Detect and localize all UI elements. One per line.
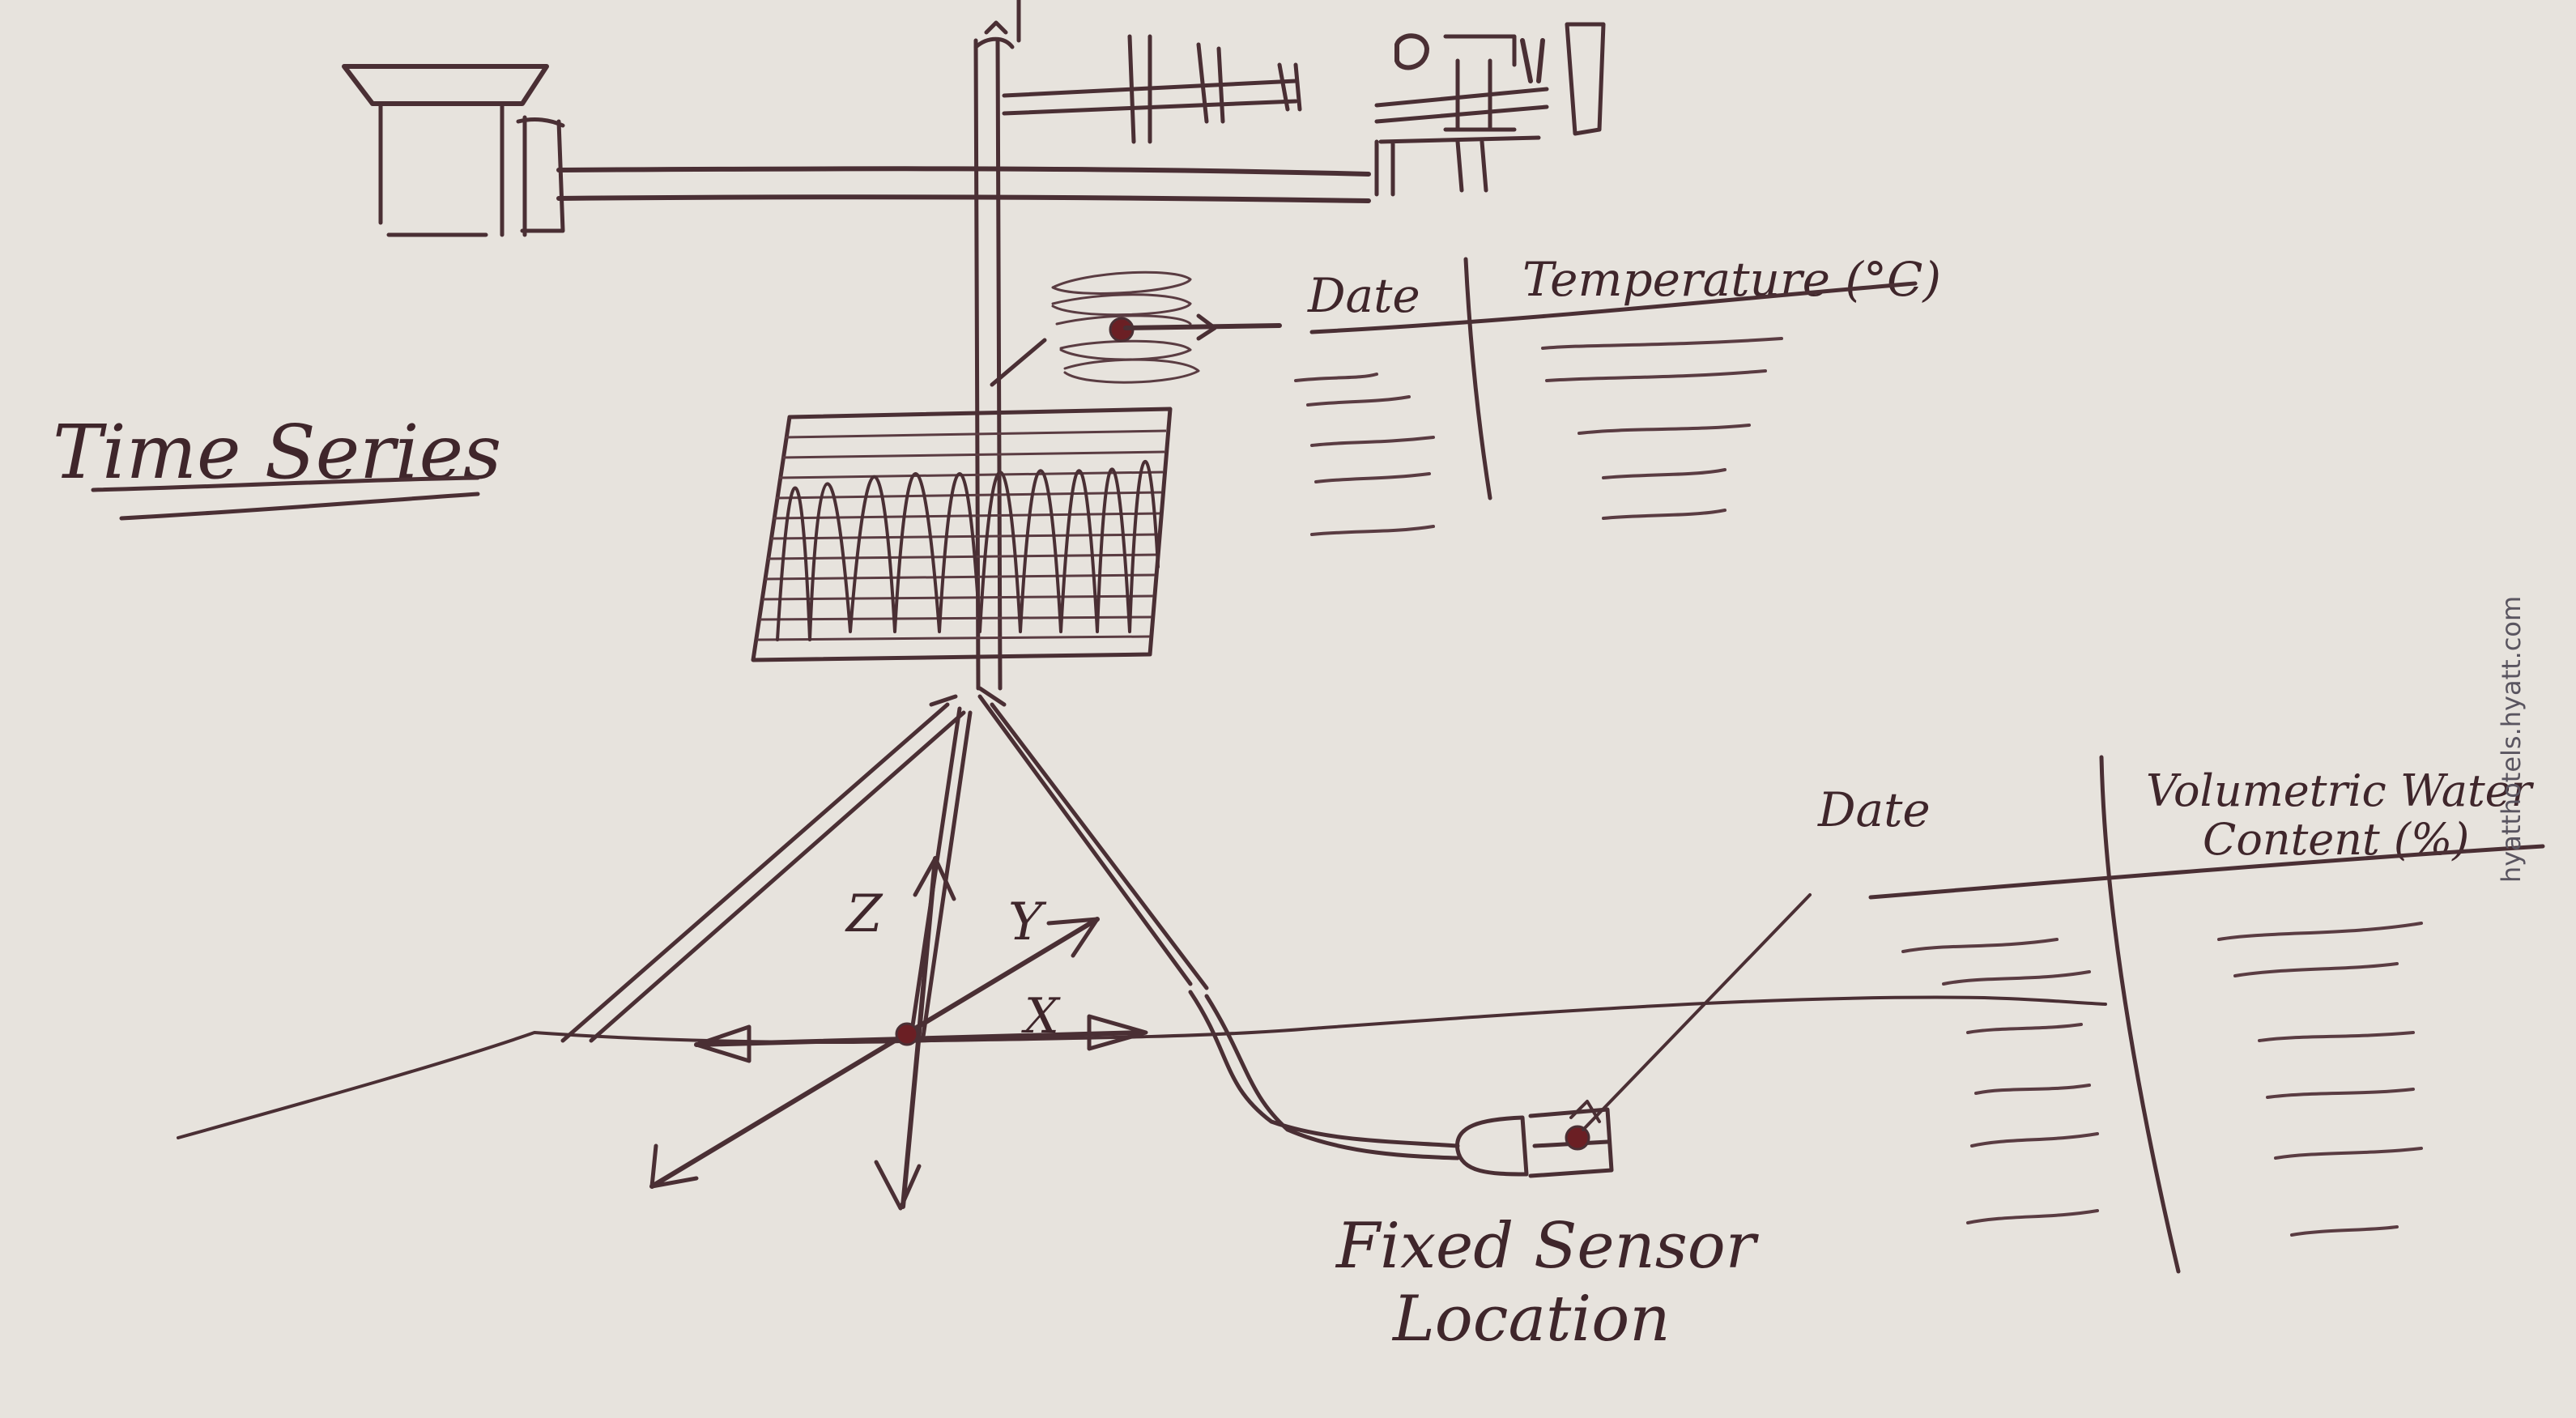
watermark: hyatthotels.hyatt.com bbox=[2496, 596, 2527, 883]
temp-table-header-date: Date bbox=[1307, 268, 1420, 323]
soil-table-header-vwc-line2: Content (%) bbox=[2203, 814, 2469, 865]
axis-z-label: Z bbox=[845, 884, 884, 944]
axis-x-label: X bbox=[1021, 988, 1061, 1045]
axis-origin bbox=[896, 1024, 918, 1045]
soil-table-header-date: Date bbox=[1817, 782, 1931, 837]
soil-table-header-vwc-line1: Volumetric Water bbox=[2146, 765, 2535, 816]
axis-y-label: Y bbox=[1008, 892, 1047, 952]
sensor-label-line1: Fixed Sensor bbox=[1335, 1210, 1760, 1283]
sensor-label-line2: Location bbox=[1391, 1283, 1670, 1356]
